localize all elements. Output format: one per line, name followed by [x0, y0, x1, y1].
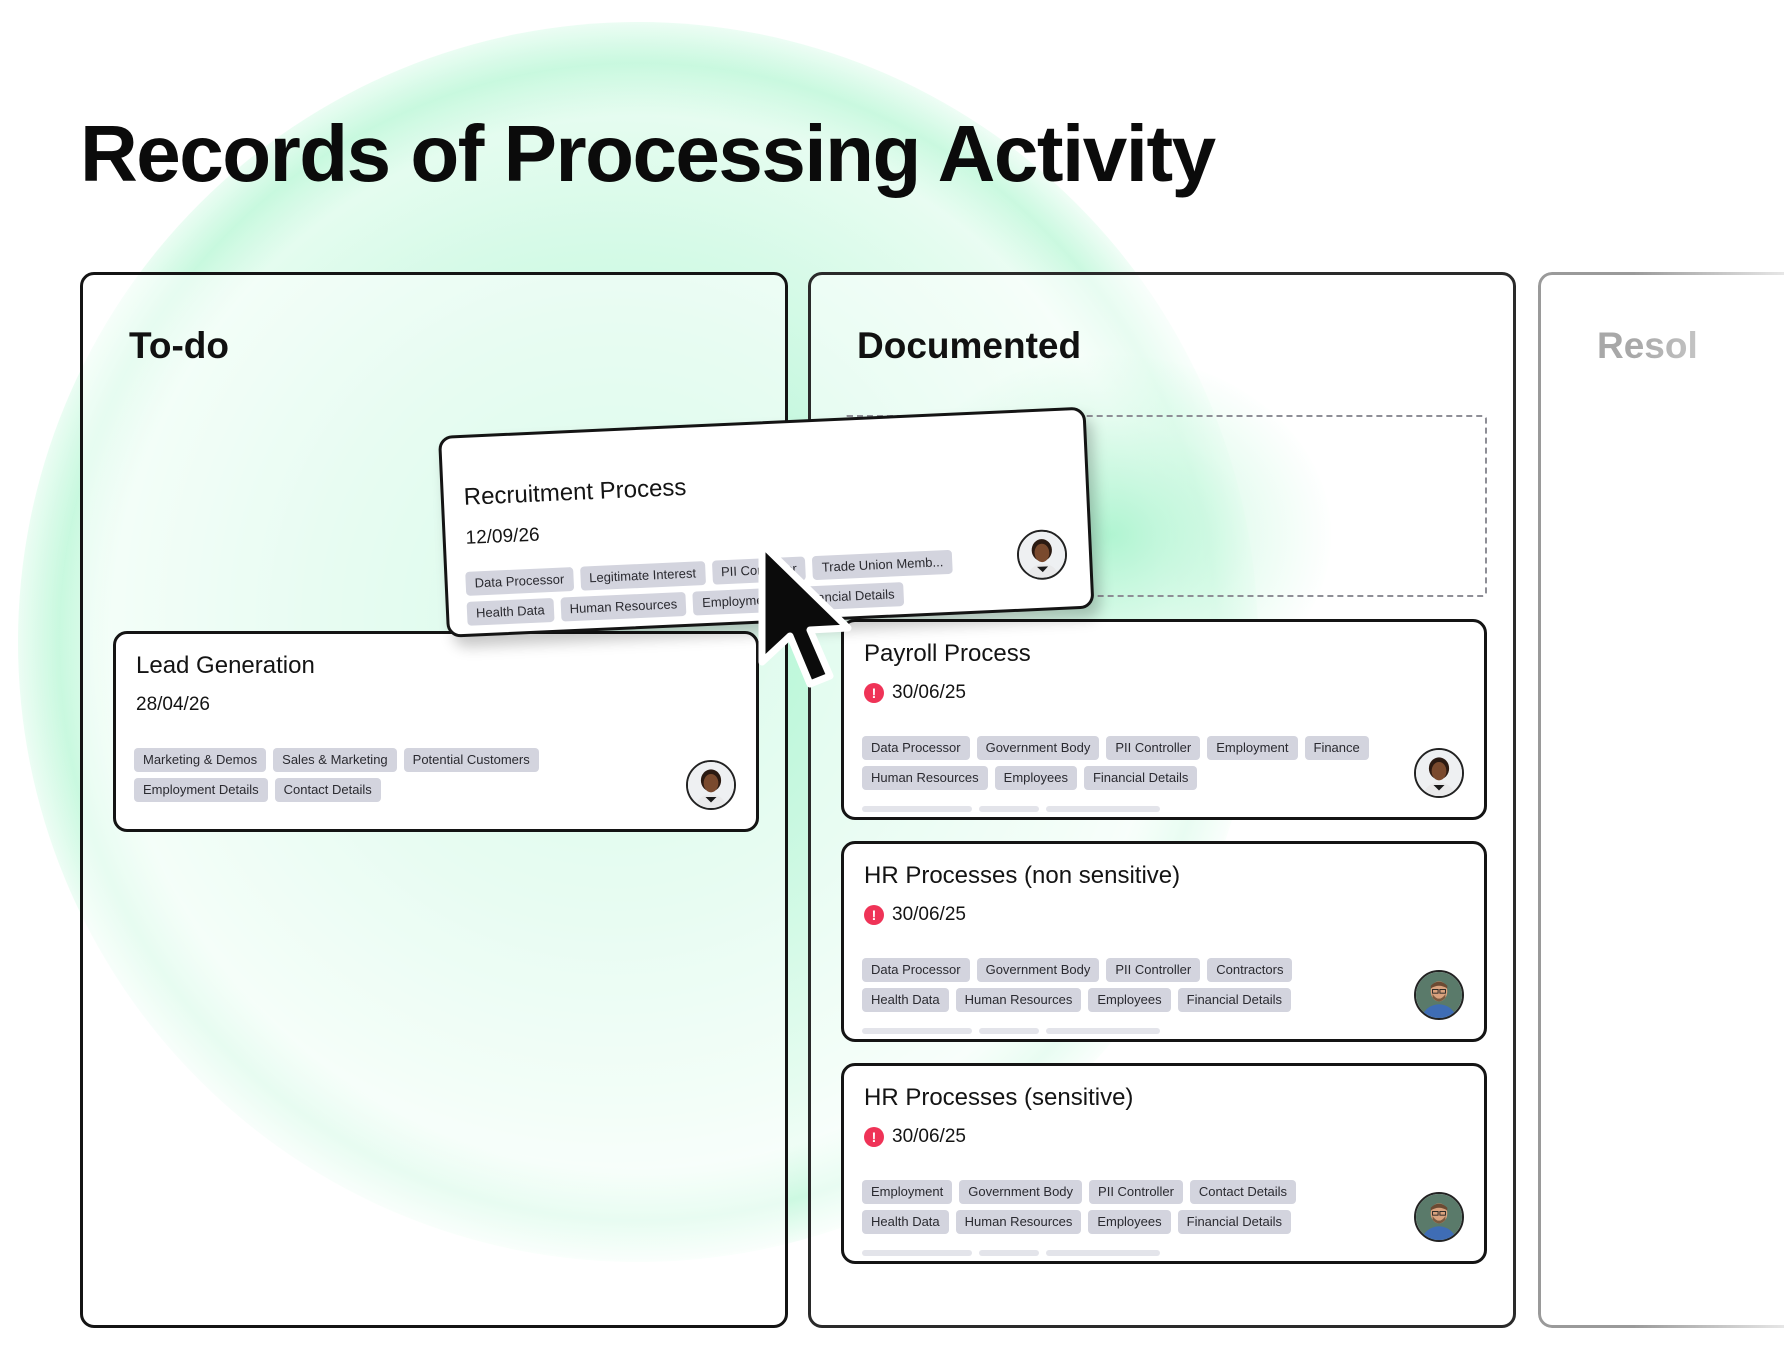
avatar-man-icon[interactable]	[1414, 1192, 1464, 1242]
card-date-text: 30/06/25	[892, 1126, 966, 1147]
tag[interactable]: Contractors	[1207, 958, 1293, 982]
tag[interactable]: Finance	[1304, 736, 1369, 760]
column-title-documented: Documented	[857, 325, 1082, 366]
card-lead-generation[interactable]: Lead Generation 28/04/26 Marketing & Dem…	[113, 631, 759, 832]
tag[interactable]: Data Processor	[465, 567, 574, 596]
overflow-tags-hint	[862, 1250, 1160, 1256]
tag[interactable]: Employment	[862, 1180, 953, 1204]
card-title: Recruitment Process	[463, 473, 687, 511]
avatar-man-icon[interactable]	[1414, 970, 1464, 1020]
card-title: HR Processes (non sensitive)	[864, 862, 1181, 889]
tag-list: Marketing & Demos Sales & Marketing Pote…	[134, 748, 654, 802]
tag[interactable]: Health Data	[862, 988, 949, 1012]
avatar-woman-icon[interactable]	[1015, 528, 1069, 581]
card-date: 12/09/26	[465, 525, 540, 550]
card-date-text: 28/04/26	[136, 694, 210, 715]
tag[interactable]: Legitimate Interest	[579, 561, 706, 591]
column-title-todo: To-do	[129, 325, 229, 366]
tag[interactable]: Health Data	[466, 597, 555, 626]
tag[interactable]: Financial Details	[1177, 1210, 1291, 1234]
card-hr-sensitive[interactable]: HR Processes (sensitive) ! 30/06/25 Empl…	[841, 1063, 1487, 1264]
tag-list: Data Processor Government Body PII Contr…	[862, 958, 1382, 1012]
tag[interactable]: PII Controller	[1106, 736, 1201, 760]
tag[interactable]: Government Body	[959, 1180, 1083, 1204]
tag[interactable]: Health Data	[862, 1210, 949, 1234]
overflow-tags-hint	[862, 1028, 1160, 1034]
alert-icon: !	[864, 1127, 884, 1147]
tag-list: Data Processor Government Body PII Contr…	[862, 736, 1382, 790]
tag[interactable]: PII Controller	[1089, 1180, 1183, 1204]
card-hr-non-sensitive[interactable]: HR Processes (non sensitive) ! 30/06/25 …	[841, 841, 1487, 1042]
card-date-text: 30/06/25	[892, 904, 966, 925]
column-documented[interactable]: Documented Payroll Process ! 30/06/25 Da…	[808, 272, 1516, 1328]
tag[interactable]: Government Body	[976, 958, 1100, 982]
avatar-woman-icon[interactable]	[1414, 748, 1464, 798]
tag[interactable]: Human Resources	[955, 1210, 1082, 1234]
tag[interactable]: Employees	[1088, 988, 1171, 1012]
card-title: Payroll Process	[864, 640, 1031, 667]
tag[interactable]: Employment Details	[134, 778, 268, 802]
tag[interactable]: Contact Details	[1189, 1180, 1297, 1204]
tag[interactable]: Human Resources	[955, 988, 1082, 1012]
tag[interactable]: Financial Details	[1177, 988, 1291, 1012]
mouse-cursor-icon	[758, 540, 852, 688]
column-todo[interactable]: To-do Lead Generation 28/04/26 Marketing…	[80, 272, 788, 1328]
tag[interactable]: Data Processor	[862, 958, 970, 982]
card-date: ! 30/06/25	[864, 904, 966, 926]
card-title: HR Processes (sensitive)	[864, 1084, 1134, 1111]
overflow-tags-hint	[862, 806, 1160, 812]
card-payroll-process[interactable]: Payroll Process ! 30/06/25 Data Processo…	[841, 619, 1487, 820]
card-title: Lead Generation	[136, 652, 315, 679]
tag[interactable]: Contact Details	[274, 778, 381, 802]
tag-list: Data Processor Legitimate Interest PII C…	[465, 547, 1007, 626]
tag[interactable]: Employees	[1088, 1210, 1171, 1234]
tag[interactable]: Government Body	[976, 736, 1100, 760]
column-title-resolved: Resol	[1597, 325, 1698, 366]
alert-icon: !	[864, 905, 884, 925]
tag[interactable]: Employees	[994, 766, 1077, 790]
tag[interactable]: Financial Details	[1083, 766, 1198, 790]
tag[interactable]: PII Controller	[1106, 958, 1201, 982]
tag[interactable]: Marketing & Demos	[134, 748, 267, 772]
tag[interactable]: Data Processor	[862, 736, 970, 760]
tag[interactable]: Employment	[1207, 736, 1298, 760]
tag-list: Employment Government Body PII Controlle…	[862, 1180, 1382, 1234]
card-date: ! 30/06/25	[864, 682, 966, 704]
card-date: ! 30/06/25	[864, 1126, 966, 1148]
card-date: 28/04/26	[136, 694, 210, 716]
dragging-card-recruitment-process[interactable]: Recruitment Process 12/09/26 Data Proces…	[438, 406, 1095, 638]
tag[interactable]: Human Resources	[560, 591, 687, 622]
page-title: Records of Processing Activity	[80, 109, 1216, 198]
alert-icon: !	[864, 683, 884, 703]
column-resolved[interactable]: Resol	[1538, 272, 1784, 1328]
card-date-text: 30/06/25	[892, 682, 966, 703]
avatar-woman-icon[interactable]	[686, 760, 736, 810]
tag[interactable]: Human Resources	[862, 766, 988, 790]
card-date-text: 12/09/26	[465, 524, 541, 549]
tag[interactable]: Sales & Marketing	[273, 748, 397, 772]
tag[interactable]: Potential Customers	[403, 748, 539, 772]
